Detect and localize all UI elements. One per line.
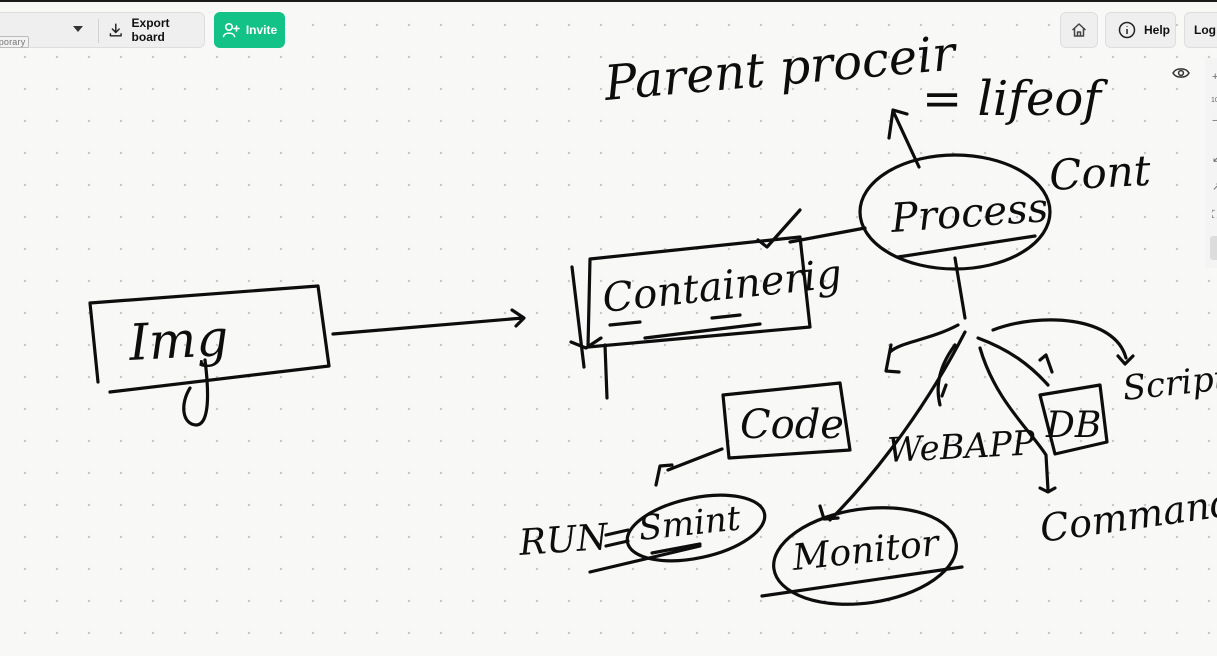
fit-screen-icon[interactable]: ⛶: [1212, 209, 1217, 221]
branch-db: [976, 336, 1054, 387]
login-button[interactable]: Log In: [1184, 12, 1217, 48]
img-to-container-arrow: [331, 308, 526, 336]
smint-ellipse: [625, 493, 767, 563]
info-icon: [1118, 21, 1136, 39]
smint-strike: [588, 542, 702, 574]
img-tail-stroke: [182, 358, 210, 427]
sketch-label-smint: Smint: [637, 498, 743, 548]
sketch-label-code: Code: [740, 402, 844, 448]
container-underline: [608, 313, 762, 340]
branch-right-script: [991, 318, 1135, 366]
sketch-label-parent: Parent proceir: [601, 25, 960, 112]
login-label: Log In: [1194, 23, 1217, 37]
export-board-button[interactable]: Export board: [108, 13, 204, 47]
db-box-stroke: [1038, 383, 1109, 456]
code-to-run-arrow: [654, 447, 724, 487]
monitor-ellipse: [772, 506, 958, 606]
zoom-in-icon[interactable]: +: [1212, 71, 1217, 83]
zoom-controls: + 10 − ↙ ↗ ⛶: [1205, 58, 1217, 268]
sketch-label-process: Process: [888, 185, 1049, 242]
home-icon: [1071, 23, 1087, 37]
sketch-label-lifeof: = lifeof: [922, 71, 1108, 127]
branch-command: [978, 346, 1057, 494]
sketch-label-run: RUN: [517, 517, 611, 564]
collapse-icon[interactable]: ↙: [1212, 153, 1217, 165]
container-check-stroke: [756, 208, 802, 249]
home-button[interactable]: [1060, 12, 1098, 48]
monitor-strike: [760, 565, 964, 598]
img-box-stroke: [88, 284, 331, 394]
invite-label: Invite: [245, 23, 278, 37]
export-board-label: Export board: [131, 16, 170, 44]
sketch-label-cont: Cont: [1048, 146, 1152, 200]
sketch-label-script: Script: [1121, 358, 1217, 409]
sketch-label-monitor: Monitor: [790, 523, 943, 579]
undo-control[interactable]: [1210, 236, 1217, 260]
zoom-out-icon[interactable]: −: [1212, 115, 1217, 127]
board-menu[interactable]: mporary Export board: [0, 12, 205, 48]
process-ellipse: [858, 153, 1052, 271]
sketch-label-command: Command: [1037, 480, 1217, 551]
code-box-stroke: [721, 381, 852, 460]
zoom-level: 10: [1211, 97, 1217, 104]
sketch-label-db: DB: [1045, 405, 1101, 446]
container-to-process-stroke: [788, 226, 867, 244]
process-parent-arrow: [887, 108, 921, 169]
container-left-stroke: [569, 265, 609, 400]
sketch-label-webapp: WeBAPP: [886, 423, 1037, 471]
process-underline: [896, 234, 1037, 259]
temporary-badge: mporary: [0, 36, 30, 48]
help-label: Help: [1144, 23, 1171, 37]
eye-icon[interactable]: [1172, 66, 1190, 80]
chevron-down-icon[interactable]: [73, 26, 83, 32]
add-user-icon: [222, 22, 240, 38]
help-button[interactable]: Help: [1105, 12, 1176, 48]
toolbar-divider: [98, 19, 99, 43]
branch-left: [884, 323, 960, 374]
download-icon: [109, 23, 122, 37]
sketch-label-img: Img: [127, 309, 230, 372]
process-stem: [953, 256, 967, 320]
invite-button[interactable]: Invite: [214, 12, 285, 48]
container-box-stroke: [586, 235, 812, 349]
run-equals: [604, 528, 630, 548]
expand-icon[interactable]: ↗: [1212, 181, 1217, 193]
